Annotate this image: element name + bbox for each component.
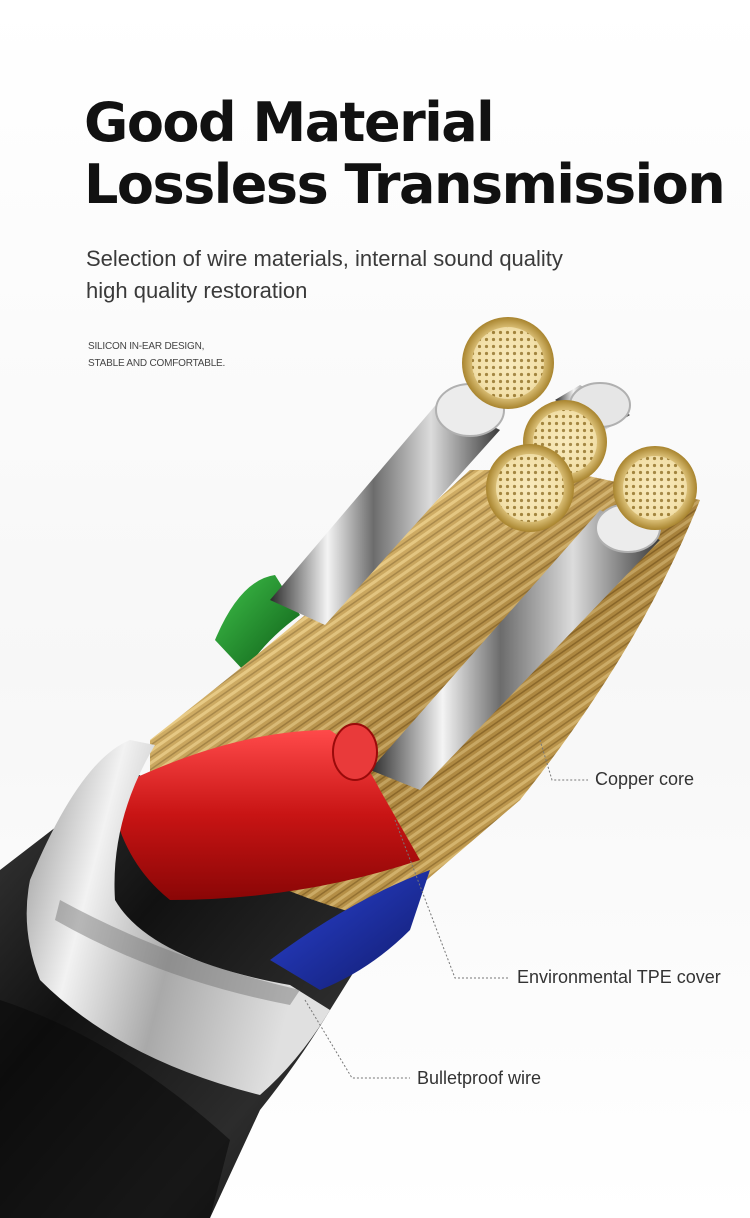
callout-tpe-cover: Environmental TPE cover: [517, 967, 721, 987]
title-line-2: Lossless Transmission: [84, 153, 726, 216]
bulletproof-leader: [304, 999, 410, 1079]
page-title: Good Material Lossless Transmission: [84, 91, 726, 216]
shield-layer: [26, 740, 331, 1095]
title-line-1: Good Material: [84, 91, 495, 154]
copper-core-leader: [539, 739, 588, 781]
chrome-tube-right: [370, 510, 660, 790]
blue-wire: [270, 870, 430, 990]
subtitle-line-1: Selection of wire materials, internal so…: [86, 246, 563, 271]
tpe-cover-leader: [394, 819, 510, 979]
chrome-tube-left: [270, 400, 500, 625]
callout-bulletproof-wire: Bulletproof wire: [417, 1068, 542, 1088]
callout-copper-core: Copper core: [595, 769, 695, 789]
tagline: SILICON IN-EAR DESIGN, STABLE AND COMFOR…: [88, 338, 225, 372]
tagline-line-1: SILICON IN-EAR DESIGN,: [88, 341, 205, 352]
page-subtitle: Selection of wire materials, internal so…: [86, 243, 563, 307]
subtitle-line-2: high quality restoration: [86, 278, 308, 303]
tagline-line-2: STABLE AND COMFORTABLE.: [88, 358, 226, 369]
callout-lines: [304, 739, 588, 1079]
copper-strand-tips: [462, 317, 697, 532]
